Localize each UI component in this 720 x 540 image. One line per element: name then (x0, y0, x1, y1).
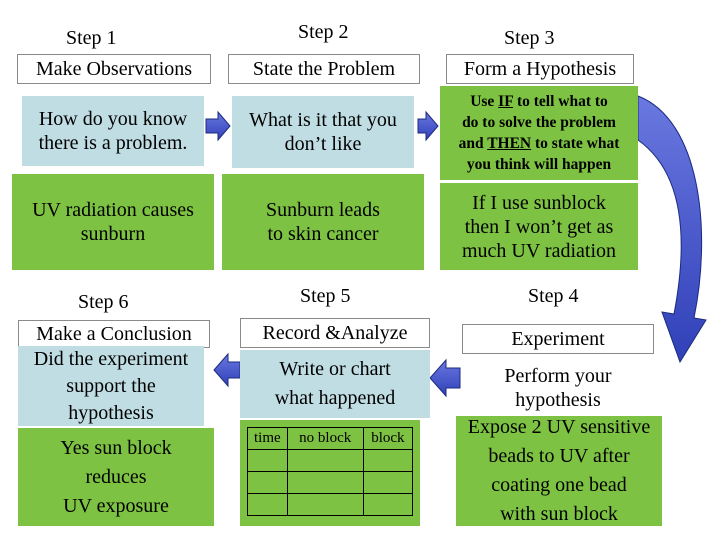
step6-question-line: support the (66, 374, 156, 397)
curved-arrow (637, 95, 707, 364)
step3-example: If I use sunblock then I won’t get as mu… (440, 182, 638, 270)
step2-title: State the Problem (228, 54, 420, 84)
step4-example-line: with sun block (500, 503, 618, 525)
step3-question: Use IF to tell what to do to solve the p… (440, 86, 638, 180)
step4-label: Step 4 (528, 285, 579, 307)
step2-question-line: What is it that you (249, 109, 397, 131)
step6-question-line: Did the experiment (33, 347, 189, 370)
step1-title: Make Observations (17, 54, 211, 84)
step3-example-line: then I won’t get as (464, 215, 614, 238)
step5-title: Record &Analyze (240, 318, 430, 348)
table-header: time (247, 427, 288, 450)
table-cell (247, 449, 288, 472)
step5-label: Step 5 (300, 285, 351, 307)
step2-example-line: Sunburn leads (266, 199, 380, 221)
arrow-right-1 (205, 110, 231, 142)
step6-example-line: Yes sun block (60, 436, 172, 459)
arrow-right-2 (417, 110, 439, 142)
table-cell (247, 471, 288, 494)
table-header: no block (286, 427, 364, 450)
step3-example-line: If I use sunblock (472, 191, 606, 214)
step1-label: Step 1 (66, 27, 117, 49)
step3-text: Use (470, 93, 499, 110)
step2-example: Sunburn leads to skin cancer (222, 174, 424, 270)
step3-question-line: do to solve the problem (462, 114, 616, 131)
step2-question: What is it that you don’t like (232, 96, 414, 168)
table-row (247, 493, 414, 516)
results-table: time no block block (247, 427, 414, 516)
step6-title: Make a Conclusion (18, 320, 210, 348)
step4-question: Perform your hypothesis (462, 358, 654, 418)
step1-question-line: How do you know (38, 108, 188, 130)
step4-question-line: hypothesis (515, 389, 601, 411)
table-cell (247, 493, 288, 516)
table-header: block (362, 427, 414, 450)
step3-example-line: much UV radiation (461, 239, 617, 262)
table-row (247, 471, 414, 494)
table-header-row: time no block block (247, 427, 414, 450)
step1-example: UV radiation causes sunburn (12, 174, 214, 270)
step4-example-line: beads to UV after (488, 445, 630, 467)
step3-question-line: Use IF to tell what to (470, 91, 608, 112)
arrow-left-2 (213, 352, 241, 388)
table-cell (362, 493, 414, 516)
step6-example: Yes sun block reduces UV exposure (18, 428, 214, 526)
step2-label: Step 2 (298, 21, 349, 43)
step3-text: to state what (531, 135, 620, 152)
table-cell (286, 449, 364, 472)
table-cell (286, 471, 364, 494)
step3-question-line: and THEN to state what (459, 133, 620, 154)
if-keyword: IF (498, 93, 514, 110)
table-row (247, 449, 414, 472)
step2-example-line: to skin cancer (267, 223, 379, 245)
step3-text: and (458, 135, 488, 152)
table-cell (286, 493, 364, 516)
table-cell (362, 471, 414, 494)
step4-question-line: Perform your (504, 365, 612, 387)
step5-question-line: what happened (274, 387, 396, 409)
step2-question-line: don’t like (284, 133, 362, 155)
step3-title: Form a Hypothesis (446, 54, 634, 84)
then-keyword: THEN (487, 135, 532, 152)
step3-text: to tell what to (513, 93, 608, 110)
step1-question-line: there is a problem. (38, 132, 188, 154)
step3-label: Step 3 (504, 27, 555, 49)
step3-question-line: you think will happen (466, 156, 612, 173)
step6-example-line: reduces (85, 465, 147, 488)
step5-question-line: Write or chart (279, 358, 391, 380)
step1-example-line: UV radiation causes (32, 199, 194, 221)
step5-question: Write or chart what happened (240, 350, 430, 418)
step1-question: How do you know there is a problem. (22, 96, 204, 166)
step6-question-line: hypothesis (68, 401, 154, 424)
step1-example-line: sunburn (80, 223, 146, 245)
step6-label: Step 6 (78, 291, 129, 313)
step6-question: Did the experiment support the hypothesi… (18, 346, 204, 426)
table-cell (362, 449, 414, 472)
step4-example-line: Expose 2 UV sensitive (467, 416, 651, 438)
step6-example-line: UV exposure (63, 494, 169, 517)
step4-example-line: coating one bead (491, 474, 627, 496)
step4-title: Experiment (462, 324, 654, 354)
step4-example: Expose 2 UV sensitive beads to UV after … (456, 416, 662, 526)
arrow-left-1 (429, 358, 461, 398)
